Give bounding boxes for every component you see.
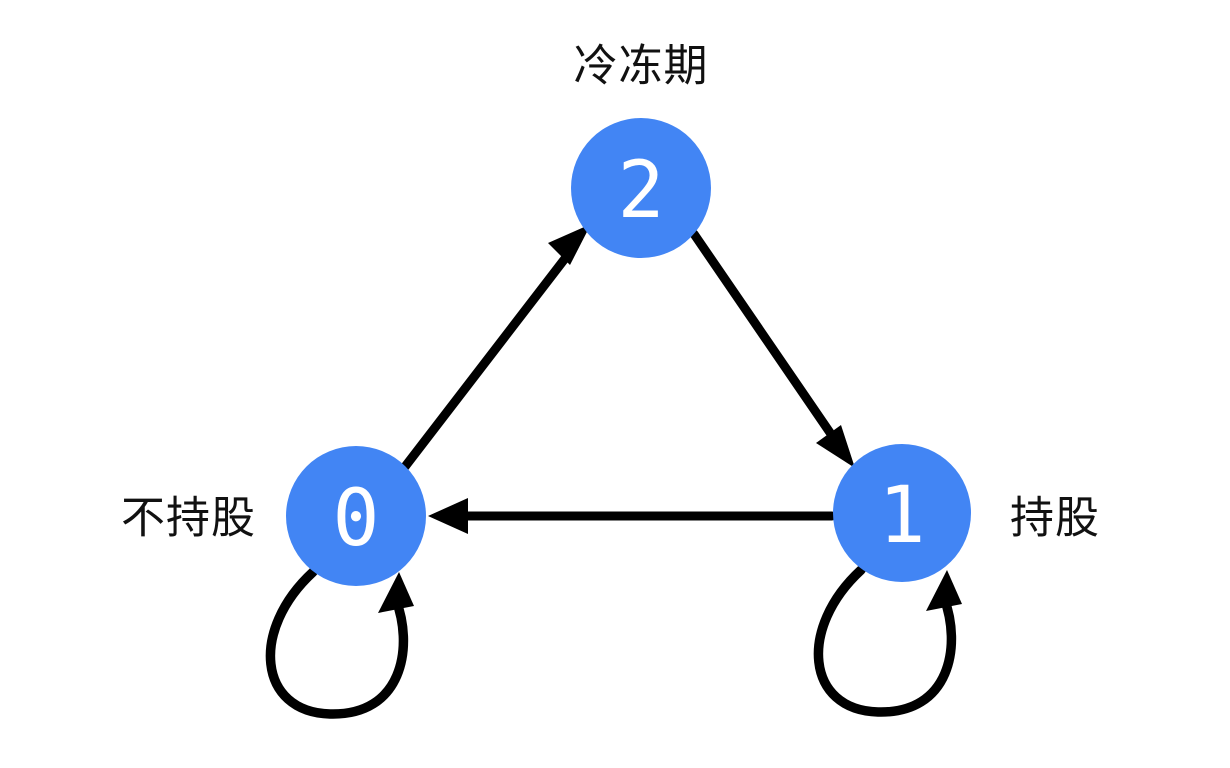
node-1-state-label: 持股 [1010,493,1100,544]
edge-0-to-2-line [399,247,575,473]
node-2-number: 2 [618,146,665,236]
node-2[interactable]: 2 [571,118,711,258]
edge-1-to-0[interactable] [428,498,837,534]
edge-0-to-2[interactable] [399,224,591,473]
edge-0-self-loop-arrowhead [378,572,414,613]
edge-1-self-loop[interactable] [813,565,962,717]
edge-2-to-1-line [689,229,838,442]
node-0[interactable]: 0 [286,446,426,586]
node-1-number: 1 [879,471,926,561]
edge-1-self-loop-path [813,565,957,717]
edge-0-self-loop-path [265,567,409,719]
node-0-circle [286,446,426,586]
edge-1-to-0-arrowhead [428,498,468,534]
node-0-state-label: 不持股 [121,493,256,544]
edge-2-to-1[interactable] [689,229,855,468]
edge-2-to-1-arrowhead [816,425,855,468]
node-2-state-label: 冷冻期 [574,41,709,92]
node-1[interactable]: 1 [833,444,971,582]
edge-1-self-loop-arrowhead [926,570,962,611]
edge-0-self-loop[interactable] [265,567,414,719]
node-2-circle [571,118,711,258]
node-1-circle [833,444,971,582]
edge-0-to-2-arrowhead [548,224,591,265]
node-0-number: 0 [333,474,380,564]
